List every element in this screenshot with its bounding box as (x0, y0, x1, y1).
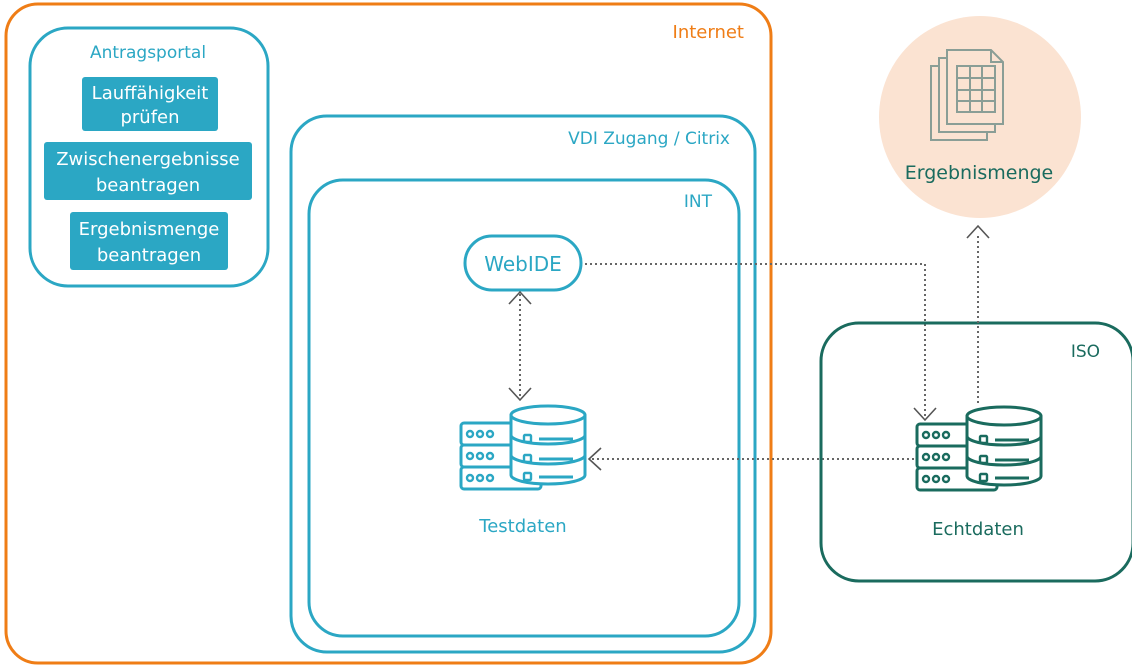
webide-echtdaten-connector (585, 263, 926, 418)
ergebnismenge-arrowhead-icon (966, 224, 990, 239)
down-arrowhead-icon (508, 387, 532, 402)
echtdaten-label: Echtdaten (932, 519, 1024, 540)
iso-label: ISO (1071, 342, 1100, 362)
antragsportal-label: Antragsportal (90, 43, 206, 63)
vdi-citrix-label: VDI Zugang / Citrix (568, 129, 730, 149)
zwischenergebnisse-button-line1: Zwischenergebnisse (56, 149, 240, 170)
testdaten-database-icon (459, 404, 587, 491)
ergebnismenge-label: Ergebnismenge (905, 162, 1054, 184)
int-boundary (307, 178, 741, 638)
ergebnismenge-beantragen-button[interactable] (70, 212, 228, 270)
up-arrowhead-icon (508, 290, 532, 305)
antragsportal-box (28, 26, 270, 288)
echtdaten-arrowhead-icon (913, 407, 937, 422)
pruefen-button[interactable] (82, 77, 218, 131)
pruefen-button-line1: Lauffähigkeit (92, 83, 209, 104)
left-arrowhead-icon (587, 447, 602, 471)
zwischenergebnisse-button[interactable] (44, 142, 252, 200)
ergebnismenge-button-line2: beantragen (97, 245, 201, 266)
webide-label: WebIDE (484, 252, 562, 276)
spreadsheet-documents-icon (930, 49, 1004, 141)
pruefen-button-line2: prüfen (120, 107, 179, 128)
vdi-citrix-boundary (289, 114, 757, 654)
testdaten-label: Testdaten (478, 516, 566, 537)
echtdaten-database-icon (915, 405, 1043, 492)
webide-node[interactable] (463, 234, 583, 292)
zwischenergebnisse-button-line2: beantragen (96, 175, 200, 196)
ergebnismenge-button-line1: Ergebnismenge (79, 219, 220, 240)
int-label: INT (684, 192, 713, 212)
internet-label: Internet (673, 22, 744, 43)
internet-boundary (4, 2, 773, 665)
